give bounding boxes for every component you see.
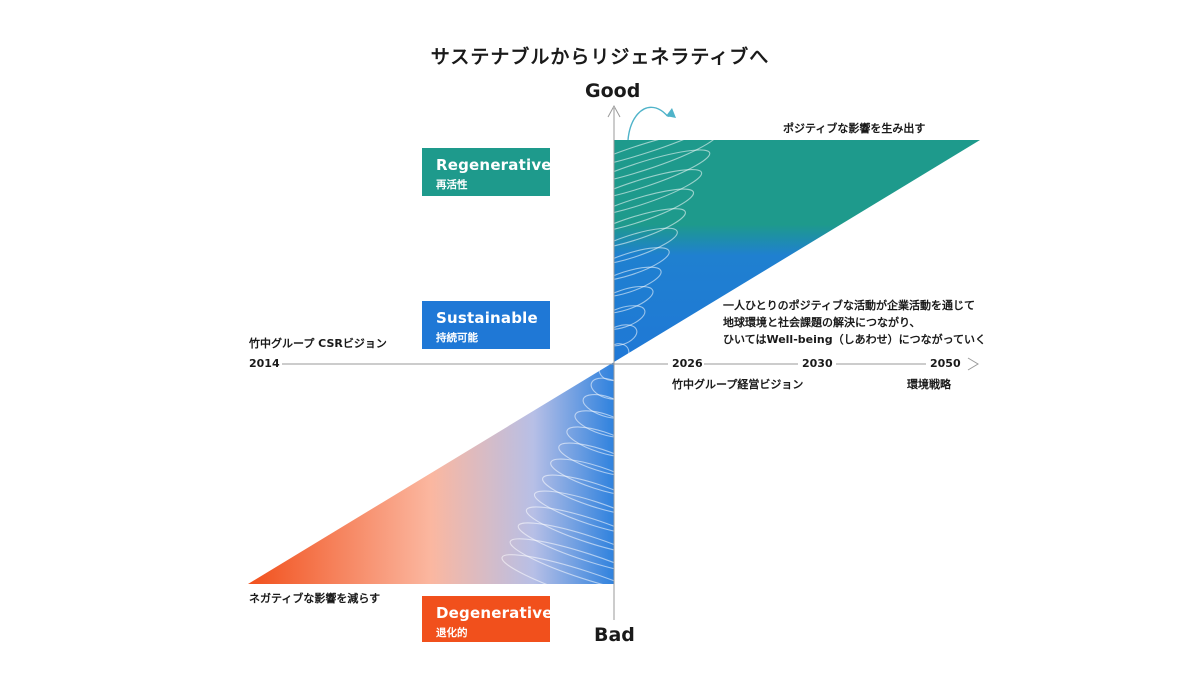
description-line-2: 地球環境と社会課題の解決につながり、 <box>723 316 921 329</box>
spiral-loop <box>566 426 637 458</box>
spiral-loop <box>590 377 626 400</box>
spiral-loop <box>572 168 703 218</box>
spiral-loop <box>591 266 662 298</box>
positive-impact-label: ポジティブな影響を生み出す <box>783 122 926 135</box>
sustainable-label: Sustainable <box>436 309 538 327</box>
spiral-loop <box>533 490 652 536</box>
spiral-loop <box>599 305 646 330</box>
spiral-loop <box>550 458 644 497</box>
regenerative-label: Regenerative <box>436 156 552 174</box>
sustainable-label-ja: 持続可能 <box>436 332 478 344</box>
spiral-arrowhead <box>666 108 676 118</box>
description-line-1: 一人ひとりのポジティブな活動が企業活動を通じて <box>723 299 976 312</box>
axis-bad-label: Bad <box>594 624 635 646</box>
degenerative-label: Degenerative <box>436 604 553 622</box>
regenerative-label-ja: 再活性 <box>436 179 468 191</box>
negative-impact-area <box>248 362 614 584</box>
environment-strategy-label: 環境戦略 <box>907 378 951 391</box>
spiral-loops <box>501 110 727 614</box>
positive-impact-area <box>614 140 980 362</box>
spiral-loop <box>565 129 719 186</box>
csr-vision-label: 竹中グループ CSRビジョン <box>249 337 387 350</box>
spiral-loop <box>517 522 659 575</box>
regenerative-box: Regenerative 再活性 <box>422 148 552 196</box>
spiral-loop <box>580 208 686 250</box>
spiral-loop <box>582 394 629 419</box>
management-vision-label: 竹中グループ経営ビジョン <box>672 378 804 391</box>
degenerative-box: Degenerative 退化的 <box>422 596 553 642</box>
spiral-loop <box>509 538 663 595</box>
spiral-loop <box>558 442 641 477</box>
spiral-loop <box>606 343 630 364</box>
degenerative-label-ja: 退化的 <box>436 627 468 639</box>
spiral-loop <box>598 360 622 381</box>
spiral-loop <box>574 410 633 439</box>
description-line-3: ひいてはWell-being（しあわせ）につながっていく <box>723 333 987 346</box>
diagram-title: サステナブルからリジェネラティブへ <box>430 46 770 68</box>
horizontal-axis-arrow <box>967 357 979 371</box>
year-2050: 2050 <box>930 357 961 370</box>
spiral-loop <box>569 149 711 202</box>
year-2030: 2030 <box>802 357 833 370</box>
spiral-arrow-tail <box>627 106 673 141</box>
negative-impact-label: ネガティブな影響を減らす <box>249 592 381 605</box>
spiral-loop <box>587 247 670 282</box>
axis-good-label: Good <box>585 80 641 102</box>
spiral-loop <box>542 474 648 516</box>
description-note: 一人ひとりのポジティブな活動が企業活動を通じて 地球環境と社会課題の解決につなが… <box>723 297 986 348</box>
spiral-loop <box>595 285 654 314</box>
spiral-loop <box>576 188 695 234</box>
year-2026: 2026 <box>672 357 703 370</box>
spiral-loop <box>584 227 678 266</box>
vertical-axis-arrow <box>607 104 621 118</box>
spiral-loop <box>501 554 667 614</box>
year-2014: 2014 <box>249 357 280 370</box>
spiral-loop <box>525 506 656 556</box>
sustainable-box: Sustainable 持続可能 <box>422 301 550 349</box>
spiral-loop <box>561 110 727 170</box>
